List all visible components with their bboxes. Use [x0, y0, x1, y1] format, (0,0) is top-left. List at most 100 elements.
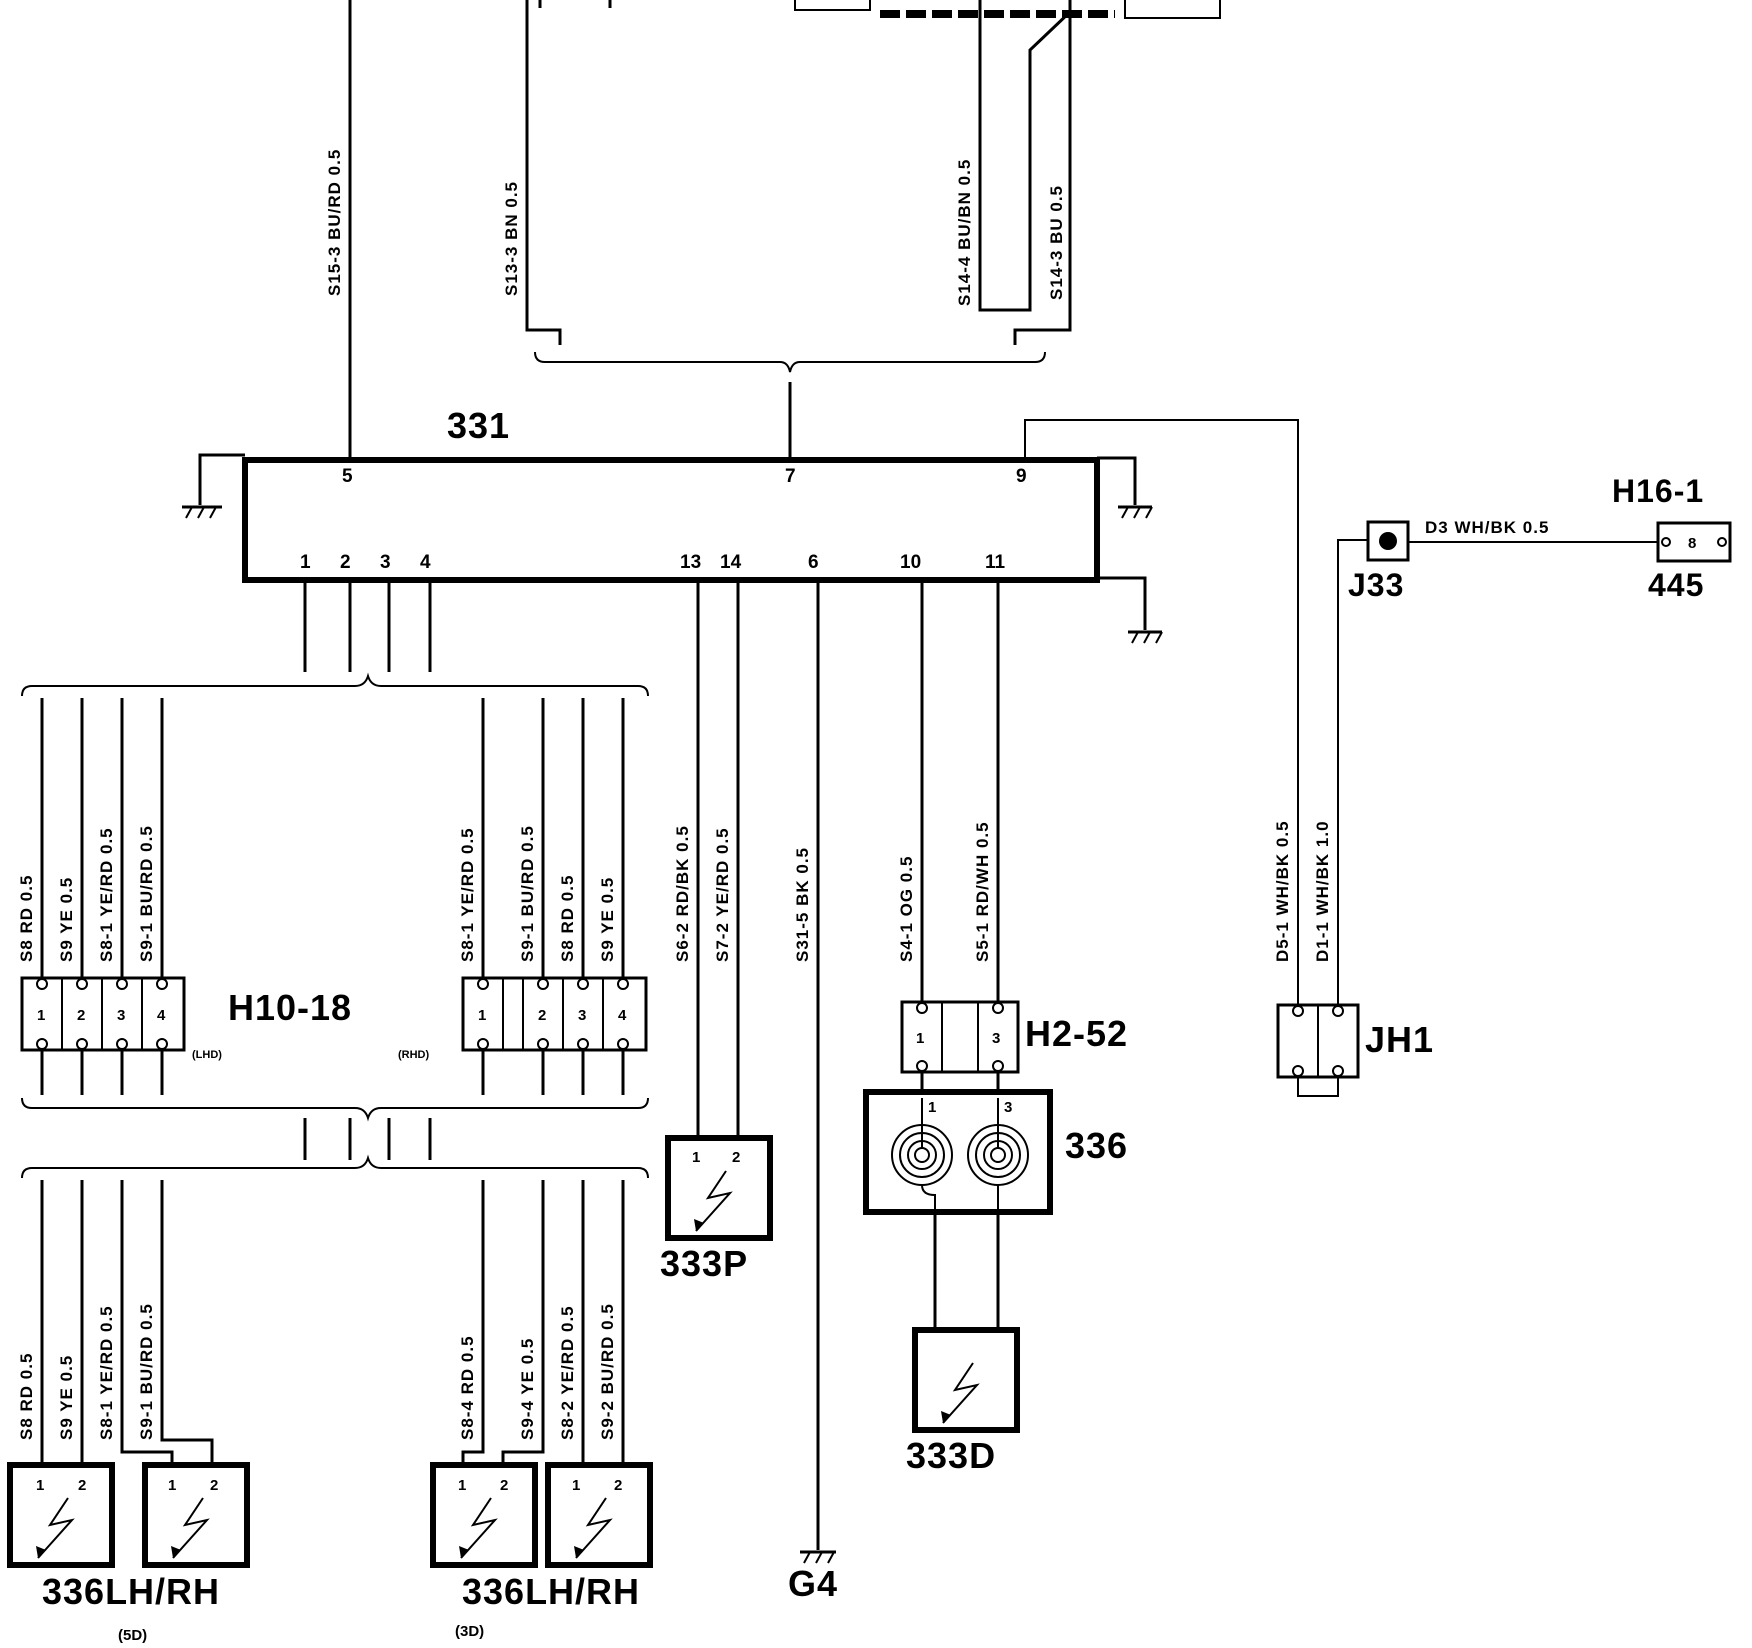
pin-331-9: 9 — [1016, 466, 1027, 487]
pin-rhd-4: 4 — [618, 1007, 627, 1024]
wire-label-d5-1: D5-1 WH/BK 0.5 — [1273, 820, 1292, 962]
j33-splice-dot — [1379, 532, 1397, 550]
component-336 — [863, 1089, 1053, 1215]
wires-3d — [461, 1180, 625, 1465]
component-label-h2-52: H2-52 — [1025, 1013, 1128, 1054]
note-lhd: (LHD) — [192, 1049, 222, 1061]
ground-symbol-g4 — [800, 1550, 836, 1564]
wire-label-d1-1: D1-1 WH/BK 1.0 — [1313, 820, 1332, 962]
component-label-jh1: JH1 — [1365, 1019, 1434, 1060]
wire-label-3d-3: S8-2 YE/RD 0.5 — [558, 1305, 577, 1440]
component-label-h16-1: H16-1 — [1612, 473, 1704, 509]
ground-symbol-right — [1097, 456, 1153, 519]
wires-5d — [40, 1180, 214, 1465]
component-label-333d: 333D — [906, 1435, 996, 1476]
pin-5d-a2: 2 — [78, 1477, 86, 1494]
wire-label-s6-2: S6-2 RD/BK 0.5 — [673, 825, 692, 962]
pin-rhd-3: 3 — [578, 1007, 586, 1024]
wire-label-d3: D3 WH/BK 0.5 — [1425, 518, 1549, 537]
wire-pin9 — [1024, 419, 1299, 1005]
wire-label-s4-1: S4-1 OG 0.5 — [897, 856, 916, 962]
pin-h2-52-3: 3 — [992, 1030, 1000, 1047]
wire-label-5d-4: S9-1 BU/RD 0.5 — [137, 1303, 156, 1440]
pin-331-1: 1 — [300, 552, 311, 573]
wires-rhd-upper — [481, 698, 625, 978]
wire-label-s5-1: S5-1 RD/WH 0.5 — [973, 821, 992, 962]
component-label-336lhrh-3d: 336LH/RH — [462, 1571, 640, 1612]
wire-label-s13-3: S13-3 BN 0.5 — [502, 181, 521, 296]
wire-label-5d-2: S9 YE 0.5 — [57, 1355, 76, 1440]
pin-333p-1: 1 — [692, 1149, 700, 1166]
pin-h10-4: 4 — [157, 1007, 166, 1024]
pin-3d-e2: 2 — [614, 1477, 622, 1494]
component-label-331: 331 — [447, 405, 510, 446]
wire-label-s14-3: S14-3 BU 0.5 — [1047, 185, 1066, 300]
component-label-j33: J33 — [1348, 567, 1404, 603]
pin-331-10: 10 — [900, 552, 921, 573]
connector-jh1 — [1276, 1003, 1360, 1097]
component-label-h10-18: H10-18 — [228, 987, 352, 1028]
wire-label-lhd-1: S8 RD 0.5 — [17, 875, 36, 962]
pin-336-3: 3 — [1004, 1099, 1012, 1116]
pin-331-13: 13 — [680, 552, 701, 573]
pin-5d-b2: 2 — [210, 1477, 218, 1494]
speaker-333p — [665, 1135, 773, 1241]
wire-label-lhd-3: S8-1 YE/RD 0.5 — [97, 827, 116, 962]
ground-symbol-lower-right — [1097, 576, 1163, 644]
component-label-445: 445 — [1648, 567, 1704, 603]
wire-label-s7-2: S7-2 YE/RD 0.5 — [713, 827, 732, 962]
pin-3d-e1: 1 — [572, 1477, 580, 1494]
pin-5d-a1: 1 — [36, 1477, 44, 1494]
connector-h10-18-rhd — [461, 976, 648, 1052]
wires-lhd-upper — [40, 698, 164, 978]
pin-rhd-2: 2 — [538, 1007, 546, 1024]
component-label-336: 336 — [1065, 1125, 1128, 1166]
note-rhd: (RHD) — [398, 1049, 429, 1061]
wire-label-5d-1: S8 RD 0.5 — [17, 1353, 36, 1440]
ground-symbol-left — [182, 453, 245, 519]
note-5d: (5D) — [118, 1627, 147, 1644]
pin-333p-2: 2 — [732, 1149, 740, 1166]
pin-5d-b1: 1 — [168, 1477, 176, 1494]
top-partial-connectors — [538, 0, 1221, 19]
wire-label-3d-2: S9-4 YE 0.5 — [518, 1338, 537, 1440]
pin-h10-2: 2 — [77, 1007, 85, 1024]
component-label-336lhrh-5d: 336LH/RH — [42, 1571, 220, 1612]
pin-h10-1: 1 — [37, 1007, 45, 1024]
wire-label-3d-1: S8-4 RD 0.5 — [458, 1335, 477, 1440]
pin-331-14: 14 — [720, 552, 742, 573]
wire-s14-3 — [1013, 0, 1072, 345]
wire-label-lhd-4: S9-1 BU/RD 0.5 — [137, 825, 156, 962]
wire-label-3d-4: S9-2 BU/RD 0.5 — [598, 1303, 617, 1440]
harness-brace-top — [534, 351, 1046, 373]
harness-brace-middle — [21, 1097, 649, 1122]
pin-331-4: 4 — [420, 552, 431, 573]
component-331 — [242, 457, 1100, 583]
wire-label-rhd-4: S9 YE 0.5 — [598, 877, 617, 962]
pin-331-5: 5 — [342, 466, 353, 487]
note-3d: (3D) — [455, 1623, 484, 1640]
wire-label-rhd-1: S8-1 YE/RD 0.5 — [458, 827, 477, 962]
speaker-3d-b — [545, 1462, 653, 1568]
wire-j33-to-jh1 — [1337, 539, 1368, 1005]
wire-label-s15-3: S15-3 BU/RD 0.5 — [325, 149, 344, 296]
connector-h2-52 — [900, 1000, 1020, 1074]
wire-label-s31-5: S31-5 BK 0.5 — [793, 847, 812, 962]
pin-331-6: 6 — [808, 552, 819, 573]
speaker-3d-a — [430, 1462, 538, 1568]
pin-331-2: 2 — [340, 552, 351, 573]
pin-3d-c2: 2 — [500, 1477, 508, 1494]
wire-label-lhd-2: S9 YE 0.5 — [57, 877, 76, 962]
harness-brace-upper — [21, 672, 649, 697]
component-label-g4: G4 — [788, 1563, 838, 1604]
wire-label-rhd-3: S8 RD 0.5 — [558, 875, 577, 962]
pin-331-11: 11 — [985, 552, 1006, 573]
pin-445-8: 8 — [1688, 535, 1696, 552]
component-label-333p: 333P — [660, 1243, 748, 1284]
wire-label-rhd-2: S9-1 BU/RD 0.5 — [518, 825, 537, 962]
wire-s14-4 — [978, 0, 1072, 312]
speaker-5d-b — [142, 1462, 250, 1568]
speaker-5d-a — [7, 1462, 115, 1568]
wire-label-s14-4: S14-4 BU/BN 0.5 — [955, 159, 974, 306]
